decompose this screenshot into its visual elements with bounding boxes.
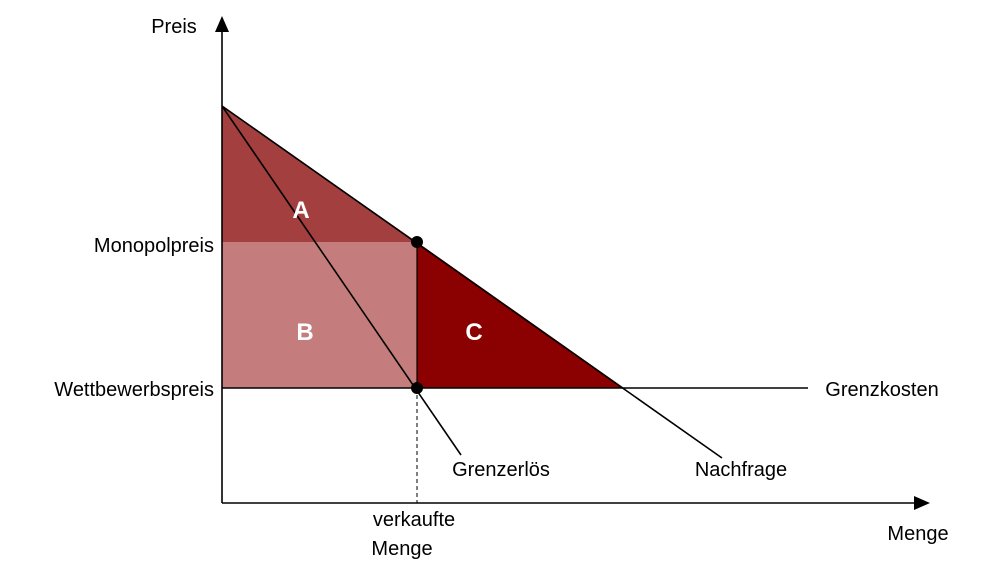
x-axis-arrowhead: [914, 496, 930, 510]
region-c: [417, 242, 624, 388]
y-axis-arrowhead: [215, 16, 229, 32]
region-b: [222, 242, 417, 388]
marginal-revenue-curve: [221, 105, 462, 456]
monopoly-point: [411, 236, 423, 248]
monopoly-price-label: Monopolpreis: [94, 235, 214, 257]
region-c-label: C: [465, 319, 482, 346]
marginal-revenue-label: Grenzerlös: [452, 459, 550, 481]
x-axis-label: Menge: [887, 523, 948, 545]
region-a-label: A: [292, 197, 309, 224]
quantity-label-line1: verkaufte: [373, 509, 455, 531]
demand-curve: [221, 105, 723, 459]
quantity-label-line2: Menge: [371, 538, 432, 560]
demand-label: Nachfrage: [695, 459, 787, 481]
competitive-price-label: Wettbewerbspreis: [54, 379, 214, 401]
y-axis-label: Preis: [151, 16, 197, 38]
marginal-cost-intersection-point: [411, 382, 423, 394]
region-b-label: B: [296, 319, 313, 346]
marginal-cost-label: Grenzkosten: [825, 379, 938, 401]
